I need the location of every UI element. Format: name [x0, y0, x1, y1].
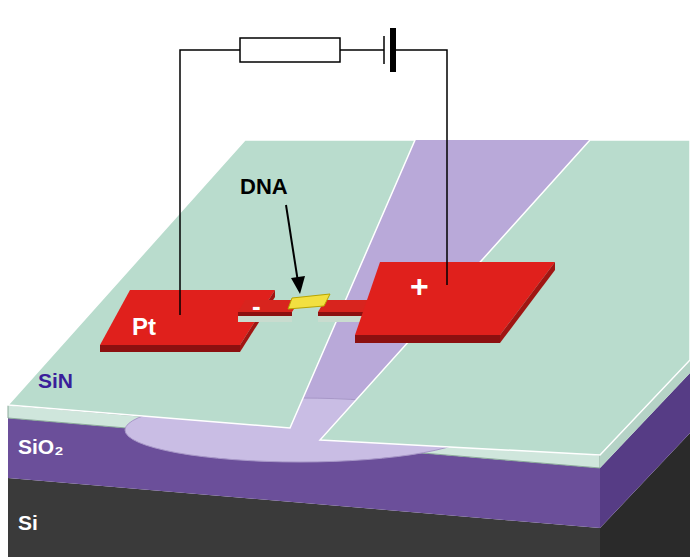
wire — [180, 50, 240, 315]
battery-plate — [383, 36, 385, 64]
polarity-sign: - — [252, 293, 261, 319]
pt-pad-right — [355, 262, 555, 335]
finger-support — [238, 312, 292, 322]
wire — [340, 49, 384, 51]
membrane-window — [8, 140, 690, 455]
pt-finger-edge — [238, 312, 292, 316]
part-label: Pt — [132, 315, 156, 339]
pt-pad-edge — [100, 345, 240, 352]
polarity-sign: + — [410, 270, 429, 302]
layer-label: Si — [18, 512, 38, 533]
leader-line — [286, 205, 298, 282]
arrowhead — [291, 276, 305, 294]
part-label: DNA — [240, 176, 288, 198]
sin-strip-left — [8, 140, 415, 428]
resistor-symbol — [240, 38, 340, 62]
layer-label: SiO₂ — [18, 436, 64, 457]
sin-strip-right — [320, 140, 690, 455]
pt-pad-edge — [355, 335, 500, 343]
dna-molecule — [288, 294, 330, 309]
layer-label: SiN — [38, 370, 73, 391]
battery-plate — [390, 28, 396, 72]
pt-pad-side — [500, 262, 555, 343]
wire — [396, 50, 447, 285]
